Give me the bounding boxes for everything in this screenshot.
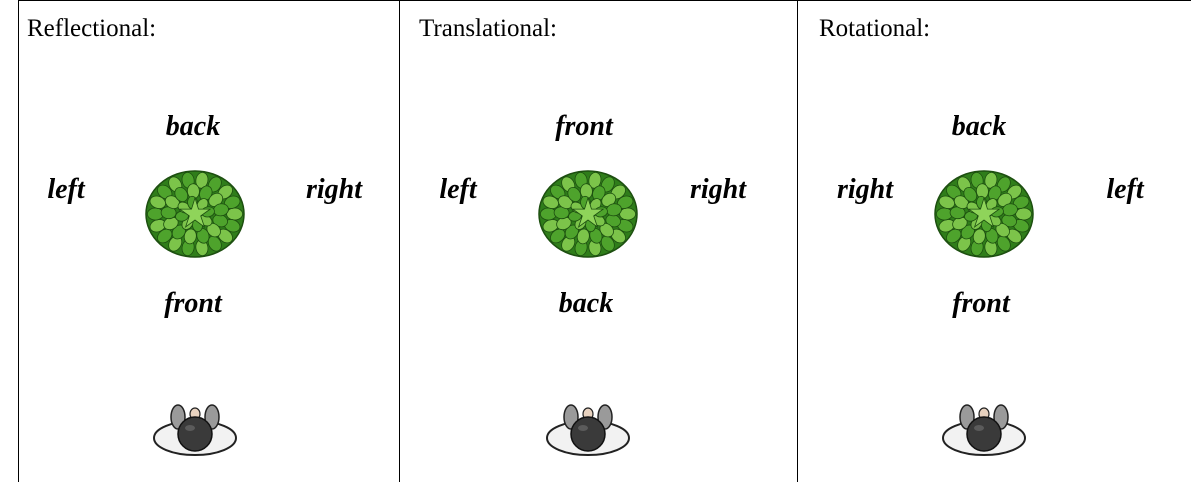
label-top: front (555, 111, 613, 142)
table-divider-1 (399, 0, 400, 482)
label-left: right (836, 174, 894, 205)
person-top-view-icon (150, 402, 240, 458)
label-right: right (689, 174, 747, 205)
label-right: left (1106, 174, 1144, 205)
bush-icon (932, 168, 1036, 260)
panel-title: Rotational: (819, 15, 931, 42)
bush-icon (536, 168, 640, 260)
table-border-left (18, 0, 19, 482)
person-top-view-icon (543, 402, 633, 458)
table-top-rule (18, 0, 1191, 1)
label-left: left (439, 174, 477, 205)
panel-reflectional: Reflectional: back left right front (27, 0, 397, 482)
label-bottom: front (952, 288, 1010, 319)
table-divider-2 (797, 0, 798, 482)
panel-rotational: Rotational: back right left front (819, 0, 1189, 482)
label-bottom: front (164, 288, 222, 319)
panel-translational: Translational: front left right back (419, 0, 795, 482)
panel-title: Translational: (419, 15, 557, 42)
bush-icon (143, 168, 247, 260)
label-top: back (951, 111, 1007, 142)
label-top: back (165, 111, 221, 142)
label-left: left (47, 174, 85, 205)
panel-title: Reflectional: (27, 15, 157, 42)
label-right: right (305, 174, 363, 205)
person-top-view-icon (939, 402, 1029, 458)
label-bottom: back (558, 288, 614, 319)
